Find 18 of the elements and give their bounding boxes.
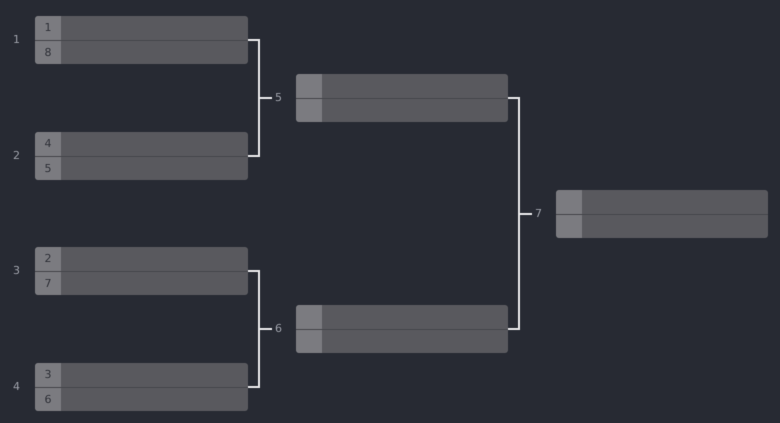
bracket-line bbox=[248, 328, 272, 388]
seed-number: 6 bbox=[35, 388, 61, 411]
seed-number: 7 bbox=[35, 272, 61, 295]
seed-number: 2 bbox=[35, 247, 61, 271]
match-number: 5 bbox=[275, 90, 282, 106]
match-number: 7 bbox=[535, 206, 542, 222]
match-number: 6 bbox=[275, 321, 282, 337]
seed-number: 8 bbox=[35, 41, 61, 64]
match-number: 4 bbox=[13, 379, 20, 395]
match-number: 2 bbox=[13, 148, 20, 164]
match-number: 1 bbox=[13, 32, 20, 48]
seed-number: 5 bbox=[35, 157, 61, 180]
seed-number: 1 bbox=[35, 16, 61, 40]
seed-number: 4 bbox=[35, 132, 61, 156]
bracket-line bbox=[248, 97, 272, 157]
seed-number: 3 bbox=[35, 363, 61, 387]
match-number: 3 bbox=[13, 263, 20, 279]
bracket-line bbox=[508, 213, 532, 330]
